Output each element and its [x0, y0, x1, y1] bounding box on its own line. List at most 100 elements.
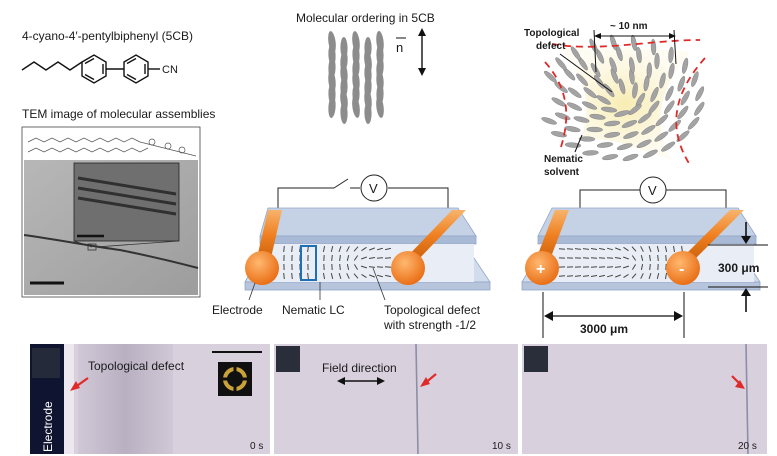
director-dash: [339, 263, 341, 271]
director-dash: [640, 254, 644, 262]
electrode-rod-plus: [535, 210, 569, 262]
solvent-rod: [596, 142, 614, 148]
director-label: n: [396, 40, 403, 55]
director-dash: [346, 246, 350, 252]
director-dash: [590, 248, 598, 250]
solvent-rod: [665, 85, 674, 101]
solvent-rod: [603, 120, 621, 127]
director-dash: [353, 246, 359, 252]
director-dash: [648, 272, 652, 280]
solvent-rod: [614, 110, 630, 117]
nematic-rod: [340, 102, 348, 124]
defect-rods: [541, 34, 705, 162]
height-label: 300 μm: [718, 261, 759, 275]
time-0s: 0 s: [250, 441, 263, 452]
electrode-plus: [525, 251, 559, 285]
director-dash: [291, 272, 293, 280]
solvent-rod: [654, 131, 669, 142]
lc-cell-right: V + - 300 μm 3000 μm: [521, 176, 768, 338]
solvent-label-line2: solvent: [544, 167, 580, 178]
voltmeter-right: [639, 176, 667, 204]
director-dash: [640, 273, 644, 279]
solvent-rod: [676, 130, 690, 142]
solvent-rod: [621, 120, 638, 128]
solvent-rod: [632, 82, 638, 99]
director-dash: [614, 257, 622, 259]
micrograph-0s-annotation: Topological defect: [88, 359, 185, 373]
solvent-rod: [589, 113, 606, 120]
director-dash: [665, 272, 667, 280]
defect-schematic: ~ 10 nm Topological defect Nematic solve…: [524, 21, 706, 178]
electrode-right: [391, 251, 425, 285]
director-dash: [606, 274, 614, 278]
solvent-rod: [586, 126, 603, 133]
director-dash: [614, 266, 622, 268]
solvent-rod: [646, 62, 652, 79]
director-dash: [338, 246, 342, 252]
electrode-label: Electrode: [212, 303, 263, 317]
molecule-name: 4-cyano-4′-pentylbiphenyl (5CB): [22, 29, 193, 43]
defect-strength-line2: with strength -1/2: [383, 318, 476, 332]
solvent-rod: [636, 46, 642, 64]
lc-director-field-right: [558, 245, 683, 280]
electrode-left: [245, 251, 279, 285]
director-dash: [283, 272, 285, 280]
director-dash: [558, 248, 566, 250]
micrograph-0s: Electrode Topological defect 0 s: [30, 344, 270, 454]
director-dash: [353, 273, 359, 279]
director-dash: [384, 247, 392, 251]
minus-sign: -: [679, 261, 684, 278]
solvent-rod: [610, 68, 619, 84]
solvent-rod: [650, 86, 659, 103]
director-dash: [574, 248, 582, 250]
voltmeter-right-label: V: [648, 183, 657, 198]
solvent-rod: [668, 46, 674, 64]
micrograph-10s: Field direction 10 s: [274, 343, 518, 455]
director-dash: [558, 275, 566, 277]
director-dash: [368, 266, 376, 268]
director-dash: [598, 247, 606, 251]
director-dash: [291, 245, 293, 253]
director-dash: [361, 256, 367, 260]
defect-line-10s: [415, 343, 419, 455]
solvent-label-line1: Nematic: [544, 154, 583, 165]
director-dash: [615, 274, 621, 278]
director-dash: [361, 246, 367, 252]
director-dash: [384, 274, 392, 278]
solvent-rod: [668, 62, 675, 79]
electrode-rod-left: [256, 210, 282, 262]
director-dash: [623, 256, 629, 260]
micrograph-20s: 20 s: [522, 343, 767, 455]
director-dash: [606, 247, 614, 251]
circuit-right: [579, 189, 727, 208]
director-dash: [338, 272, 342, 280]
tem-inset-fibers: [77, 176, 177, 216]
defect-core-glow: [560, 48, 690, 160]
director-dash: [566, 275, 574, 277]
time-10s: 10 s: [492, 441, 511, 452]
solvent-rod: [694, 101, 705, 116]
director-dash: [353, 255, 359, 261]
defect-label-line2: defect: [536, 41, 566, 52]
director-dash: [346, 263, 350, 271]
defect-label-line1: Topological: [524, 28, 580, 39]
solvent-rod: [623, 131, 639, 139]
micrograph-20s-bg: [522, 344, 767, 454]
tem-fiber: [23, 234, 199, 269]
solvent-rod: [637, 112, 652, 124]
director-dash: [353, 264, 359, 270]
director-dash: [649, 263, 651, 271]
director-dash: [656, 272, 660, 280]
solvent-rod: [622, 153, 639, 162]
electrode-rod-right: [402, 210, 466, 262]
director-dash: [615, 247, 621, 251]
solvent-rod: [682, 57, 689, 74]
time-20s: 20 s: [738, 441, 757, 452]
defect-pointer: [559, 53, 613, 93]
nematic-highlight-box: [300, 245, 317, 281]
width-label: 3000 μm: [580, 322, 628, 336]
director-dash: [656, 245, 660, 253]
solvent-rod: [555, 57, 567, 71]
nematic-label: Nematic LC: [282, 303, 345, 317]
director-dash: [606, 257, 614, 259]
